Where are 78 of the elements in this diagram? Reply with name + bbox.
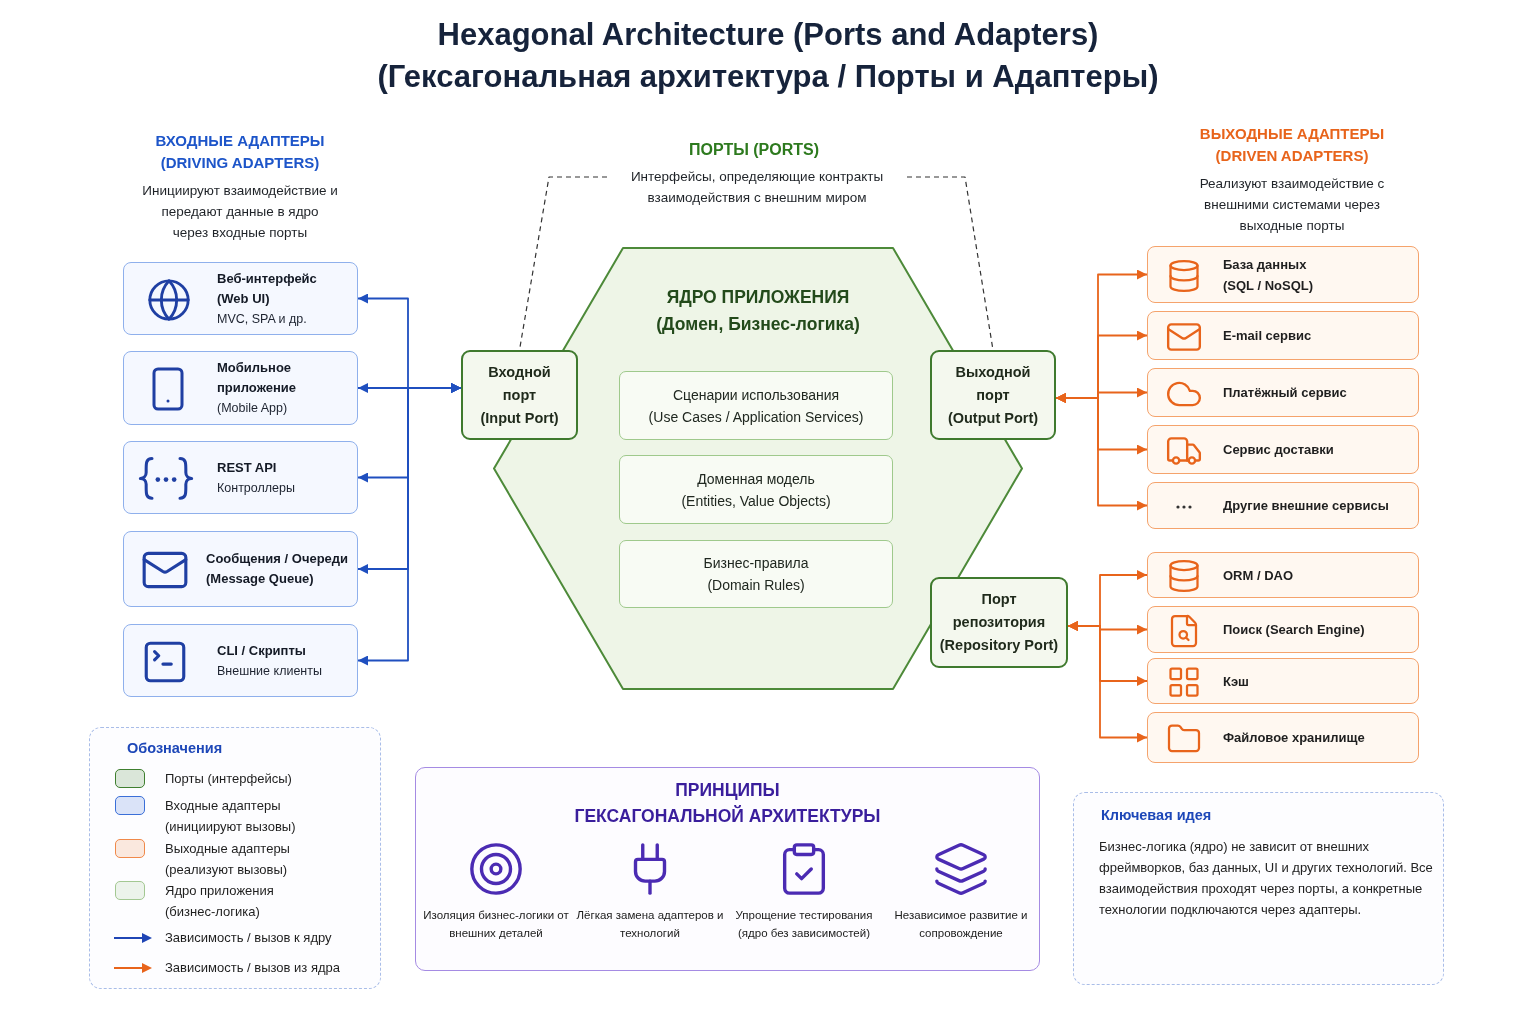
adapter-detail: Контроллеры <box>217 479 295 497</box>
port-name: Выходной порт <box>954 362 1032 405</box>
port-subtitle: (Input Port) <box>480 408 559 428</box>
service-name: База данных (SQL / NoSQL) <box>1223 255 1315 295</box>
core-title: ЯДРО ПРИЛОЖЕНИЯ <box>666 286 850 309</box>
section-description: Инициируют взаимодействие и передают данные в ядро через входные порты <box>142 182 338 242</box>
core-layer-box <box>619 540 893 608</box>
service-card <box>1147 552 1419 598</box>
section-heading: ПОРТЫ (PORTS) <box>687 140 821 160</box>
service-name: Платёжный сервис <box>1223 384 1347 402</box>
service-card <box>1147 246 1419 303</box>
principle-text: Упрощение тестирования (ядро без зависимостей) <box>734 908 874 941</box>
principle-text: Независимое развитие и сопровождение <box>893 908 1029 941</box>
adapter-name: REST API <box>217 458 277 477</box>
adapter-detail: MVC, SPA и др. <box>217 310 307 328</box>
core-subtitle: (Домен, Бизнес-логика) <box>656 313 860 336</box>
layer-name: Доменная модель <box>697 469 815 489</box>
adapter-name: Веб-интерфейс (Web UI) <box>217 269 318 308</box>
port-name: Порт репозитория <box>951 590 1047 632</box>
principles-panel <box>415 767 1040 971</box>
service-card <box>1147 368 1419 417</box>
adapter-card <box>123 624 358 697</box>
port-box <box>930 350 1056 440</box>
port-subtitle: (Repository Port) <box>939 636 1059 655</box>
adapter-card <box>123 531 358 607</box>
service-card <box>1147 712 1419 763</box>
service-name: E-mail сервис <box>1223 327 1312 345</box>
core-layer-box <box>619 371 893 440</box>
service-name: Другие внешние сервисы <box>1223 497 1389 515</box>
service-name: Сервис доставки <box>1223 441 1334 459</box>
service-name: ORM / DAO <box>1223 566 1294 585</box>
layer-subtitle: (Entities, Value Objects) <box>681 491 831 511</box>
double-arrow <box>1067 621 1148 743</box>
service-name: Поиск (Search Engine) <box>1223 621 1365 639</box>
layer-subtitle: (Use Cases / Application Services) <box>648 407 864 427</box>
adapter-card <box>123 351 358 425</box>
adapter-name: Мобильное приложение <box>217 359 297 397</box>
principle-text: Изоляция бизнес-логики от внешних деталей <box>422 908 570 941</box>
adapter-name: Сообщения / Очереди (Message Queue) <box>206 550 350 588</box>
legend-label: Ядро приложения (бизнес-логика) <box>165 882 275 921</box>
layer-name: Бизнес-правила <box>703 554 809 573</box>
ports-description: Интерфейсы, определяющие контракты взаимодействия с внешним миром <box>629 168 885 207</box>
legend-label: Зависимость / вызов к ядру <box>165 929 333 947</box>
adapter-detail: (Mobile App) <box>217 400 288 417</box>
adapter-name: CLI / Скрипты <box>217 641 306 660</box>
key-idea-heading: Ключевая идея <box>1101 806 1212 825</box>
section-heading: ВЫХОДНЫЕ АДАПТЕРЫ (DRIVEN ADAPTERS) <box>1198 124 1386 166</box>
legend-label: Выходные адаптеры (реализуют вызовы) <box>165 840 291 879</box>
service-card <box>1147 482 1419 529</box>
service-card <box>1147 658 1419 704</box>
legend-heading: Обозначения <box>127 739 224 758</box>
section-description: Реализуют взаимодействие с внешними системами через выходные порты <box>1198 175 1386 235</box>
principle-text: Лёгкая замена адаптеров и технологий <box>575 908 725 941</box>
core-layer-box <box>619 455 893 524</box>
section-heading: ВХОДНЫЕ АДАПТЕРЫ (DRIVING ADAPTERS) <box>154 131 326 173</box>
port-box <box>930 577 1068 668</box>
port-box <box>461 350 578 440</box>
double-arrow <box>357 383 462 666</box>
legend-label: Зависимость / вызов из ядра <box>165 959 341 977</box>
service-name: Кэш <box>1223 672 1249 691</box>
key-idea-panel <box>1073 792 1444 985</box>
port-name: Входной порт <box>487 362 552 405</box>
service-card <box>1147 606 1419 653</box>
adapter-detail: Внешние клиенты <box>217 662 322 680</box>
port-subtitle: (Output Port) <box>947 408 1039 428</box>
service-name: Файловое хранилище <box>1223 729 1365 747</box>
double-arrow <box>1055 393 1148 511</box>
adapter-card <box>123 262 358 335</box>
legend-label: Входные адаптеры (инициируют вызовы) <box>165 797 297 836</box>
service-card <box>1147 311 1419 360</box>
layer-subtitle: (Domain Rules) <box>707 576 805 595</box>
principles-heading: ПРИНЦИПЫ ГЕКСАГОНАЛЬНОЙ АРХИТЕКТУРЫ <box>574 779 881 828</box>
service-card <box>1147 425 1419 474</box>
key-idea-text: Бизнес-логика (ядро) не зависит от внешних фреймворков, баз данных, UI и других технологий. Все взаимодействия проходят через порты, а конкретные технологии подключаются через адаптеры. <box>1099 838 1433 919</box>
layer-name: Сценарии использования <box>672 385 840 405</box>
diagram-title: Hexagonal Architecture (Ports and Adapters) (Гексагональная архитектура / Порты и Адаптеры) <box>376 16 1160 96</box>
legend-label: Порты (интерфейсы) <box>165 770 293 788</box>
adapter-card <box>123 441 358 514</box>
